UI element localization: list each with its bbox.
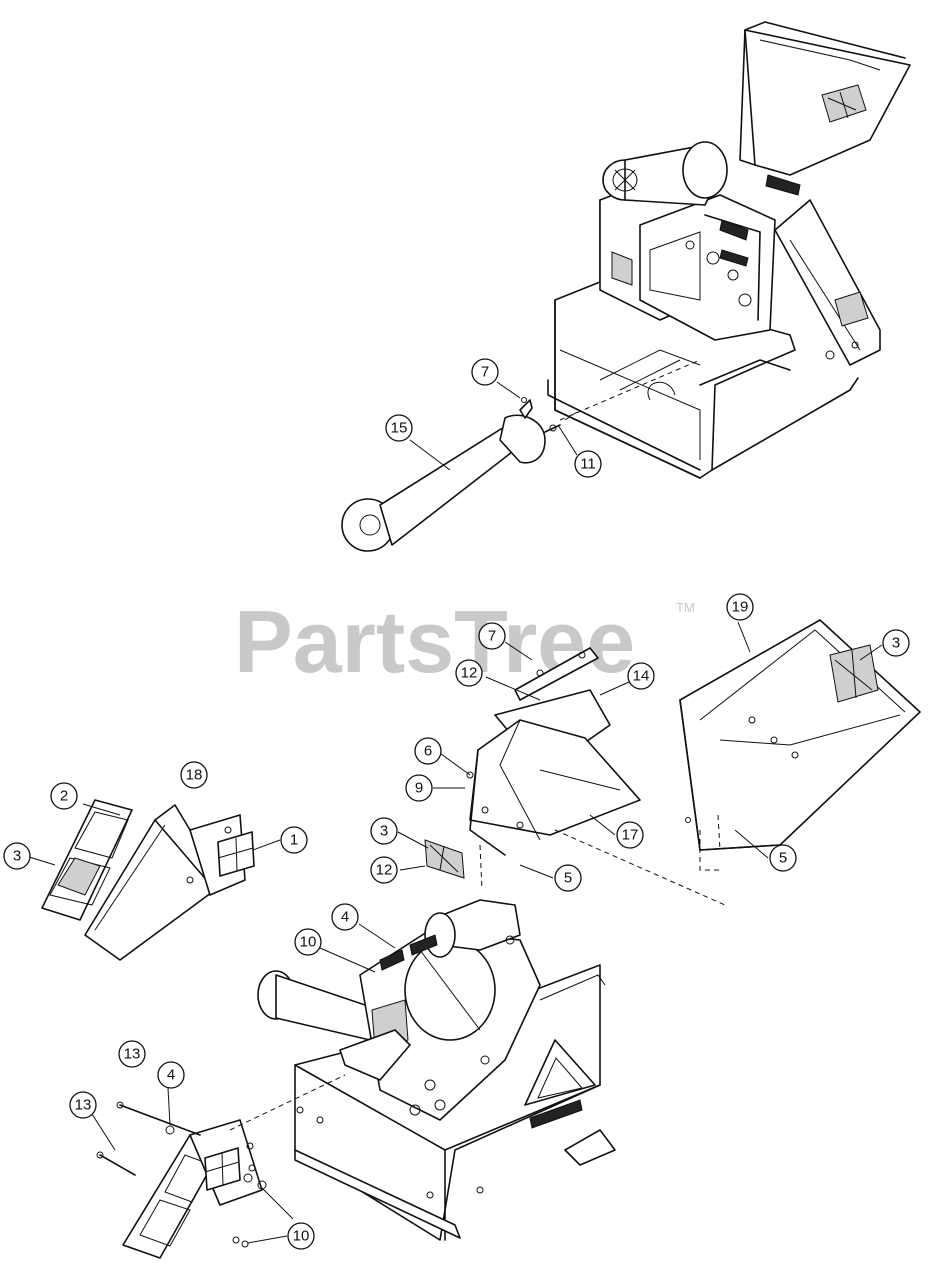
callout-3-middle: 3 (370, 817, 398, 845)
svg-text:7: 7 (481, 364, 489, 381)
svg-text:11: 11 (580, 456, 596, 473)
svg-text:17: 17 (622, 827, 639, 844)
callout-12-top: 12 (455, 659, 483, 687)
svg-text:10: 10 (300, 934, 317, 951)
callout-14: 14 (627, 662, 655, 690)
callout-1: 1 (280, 826, 308, 854)
callout-17: 17 (616, 821, 644, 849)
callout-13-bottom: 13 (69, 1091, 97, 1119)
callout-11: 11 (574, 450, 602, 478)
svg-text:12: 12 (461, 665, 478, 682)
callout-3-hopper: 3 (882, 629, 910, 657)
part-19-hopper (679, 619, 921, 871)
part-12-decal-small (424, 839, 465, 879)
svg-text:14: 14 (633, 668, 650, 685)
svg-text:3: 3 (892, 635, 900, 652)
part-lower-chute (96, 1074, 346, 1259)
part-17-chute-body (466, 719, 726, 906)
svg-text:12: 12 (376, 862, 393, 879)
watermark-brand: PartsTree (234, 592, 635, 691)
svg-text:7: 7 (488, 628, 496, 645)
callout-7-top: 7 (471, 358, 499, 386)
svg-text:15: 15 (391, 420, 408, 437)
callout-6: 6 (414, 737, 442, 765)
svg-text:2: 2 (60, 788, 68, 805)
svg-text:5: 5 (779, 850, 787, 867)
svg-text:5: 5 (564, 870, 572, 887)
part-18-discharge-chute (84, 804, 246, 961)
callout-4-bottom: 4 (157, 1061, 185, 1089)
leader-lines (25, 381, 883, 1244)
part-15-shaft (341, 397, 581, 552)
part-1-decal (217, 831, 255, 877)
svg-text:10: 10 (293, 1228, 310, 1245)
callout-10-top: 10 (294, 928, 322, 956)
callout-10-bottom: 10 (287, 1222, 315, 1250)
callout-18: 18 (180, 761, 208, 789)
callout-9: 9 (405, 774, 433, 802)
callout-2: 2 (50, 782, 78, 810)
svg-text:3: 3 (13, 848, 21, 865)
svg-text:4: 4 (341, 909, 349, 926)
svg-text:13: 13 (124, 1046, 141, 1063)
callout-7-middle: 7 (478, 622, 506, 650)
svg-text:18: 18 (186, 767, 203, 784)
svg-text:6: 6 (424, 743, 432, 760)
svg-text:4: 4 (167, 1067, 175, 1084)
svg-text:13: 13 (75, 1097, 92, 1114)
callout-5-middle: 5 (554, 864, 582, 892)
callout-13-top: 13 (118, 1040, 146, 1068)
svg-text:3: 3 (380, 823, 388, 840)
callout-5-right: 5 (769, 844, 797, 872)
svg-text:1: 1 (290, 832, 298, 849)
bottom-chipper-assembly (257, 899, 616, 1241)
svg-text:19: 19 (732, 599, 749, 616)
callout-3-left: 3 (3, 842, 31, 870)
callout-4-top: 4 (331, 903, 359, 931)
part-2-3-decal-strip (41, 799, 133, 921)
watermark-trademark: TM (676, 600, 695, 615)
svg-text:9: 9 (415, 780, 423, 797)
callout-12-middle: 12 (370, 856, 398, 884)
callout-19: 19 (726, 593, 754, 621)
top-chipper-assembly (547, 21, 911, 479)
callout-15: 15 (385, 414, 413, 442)
